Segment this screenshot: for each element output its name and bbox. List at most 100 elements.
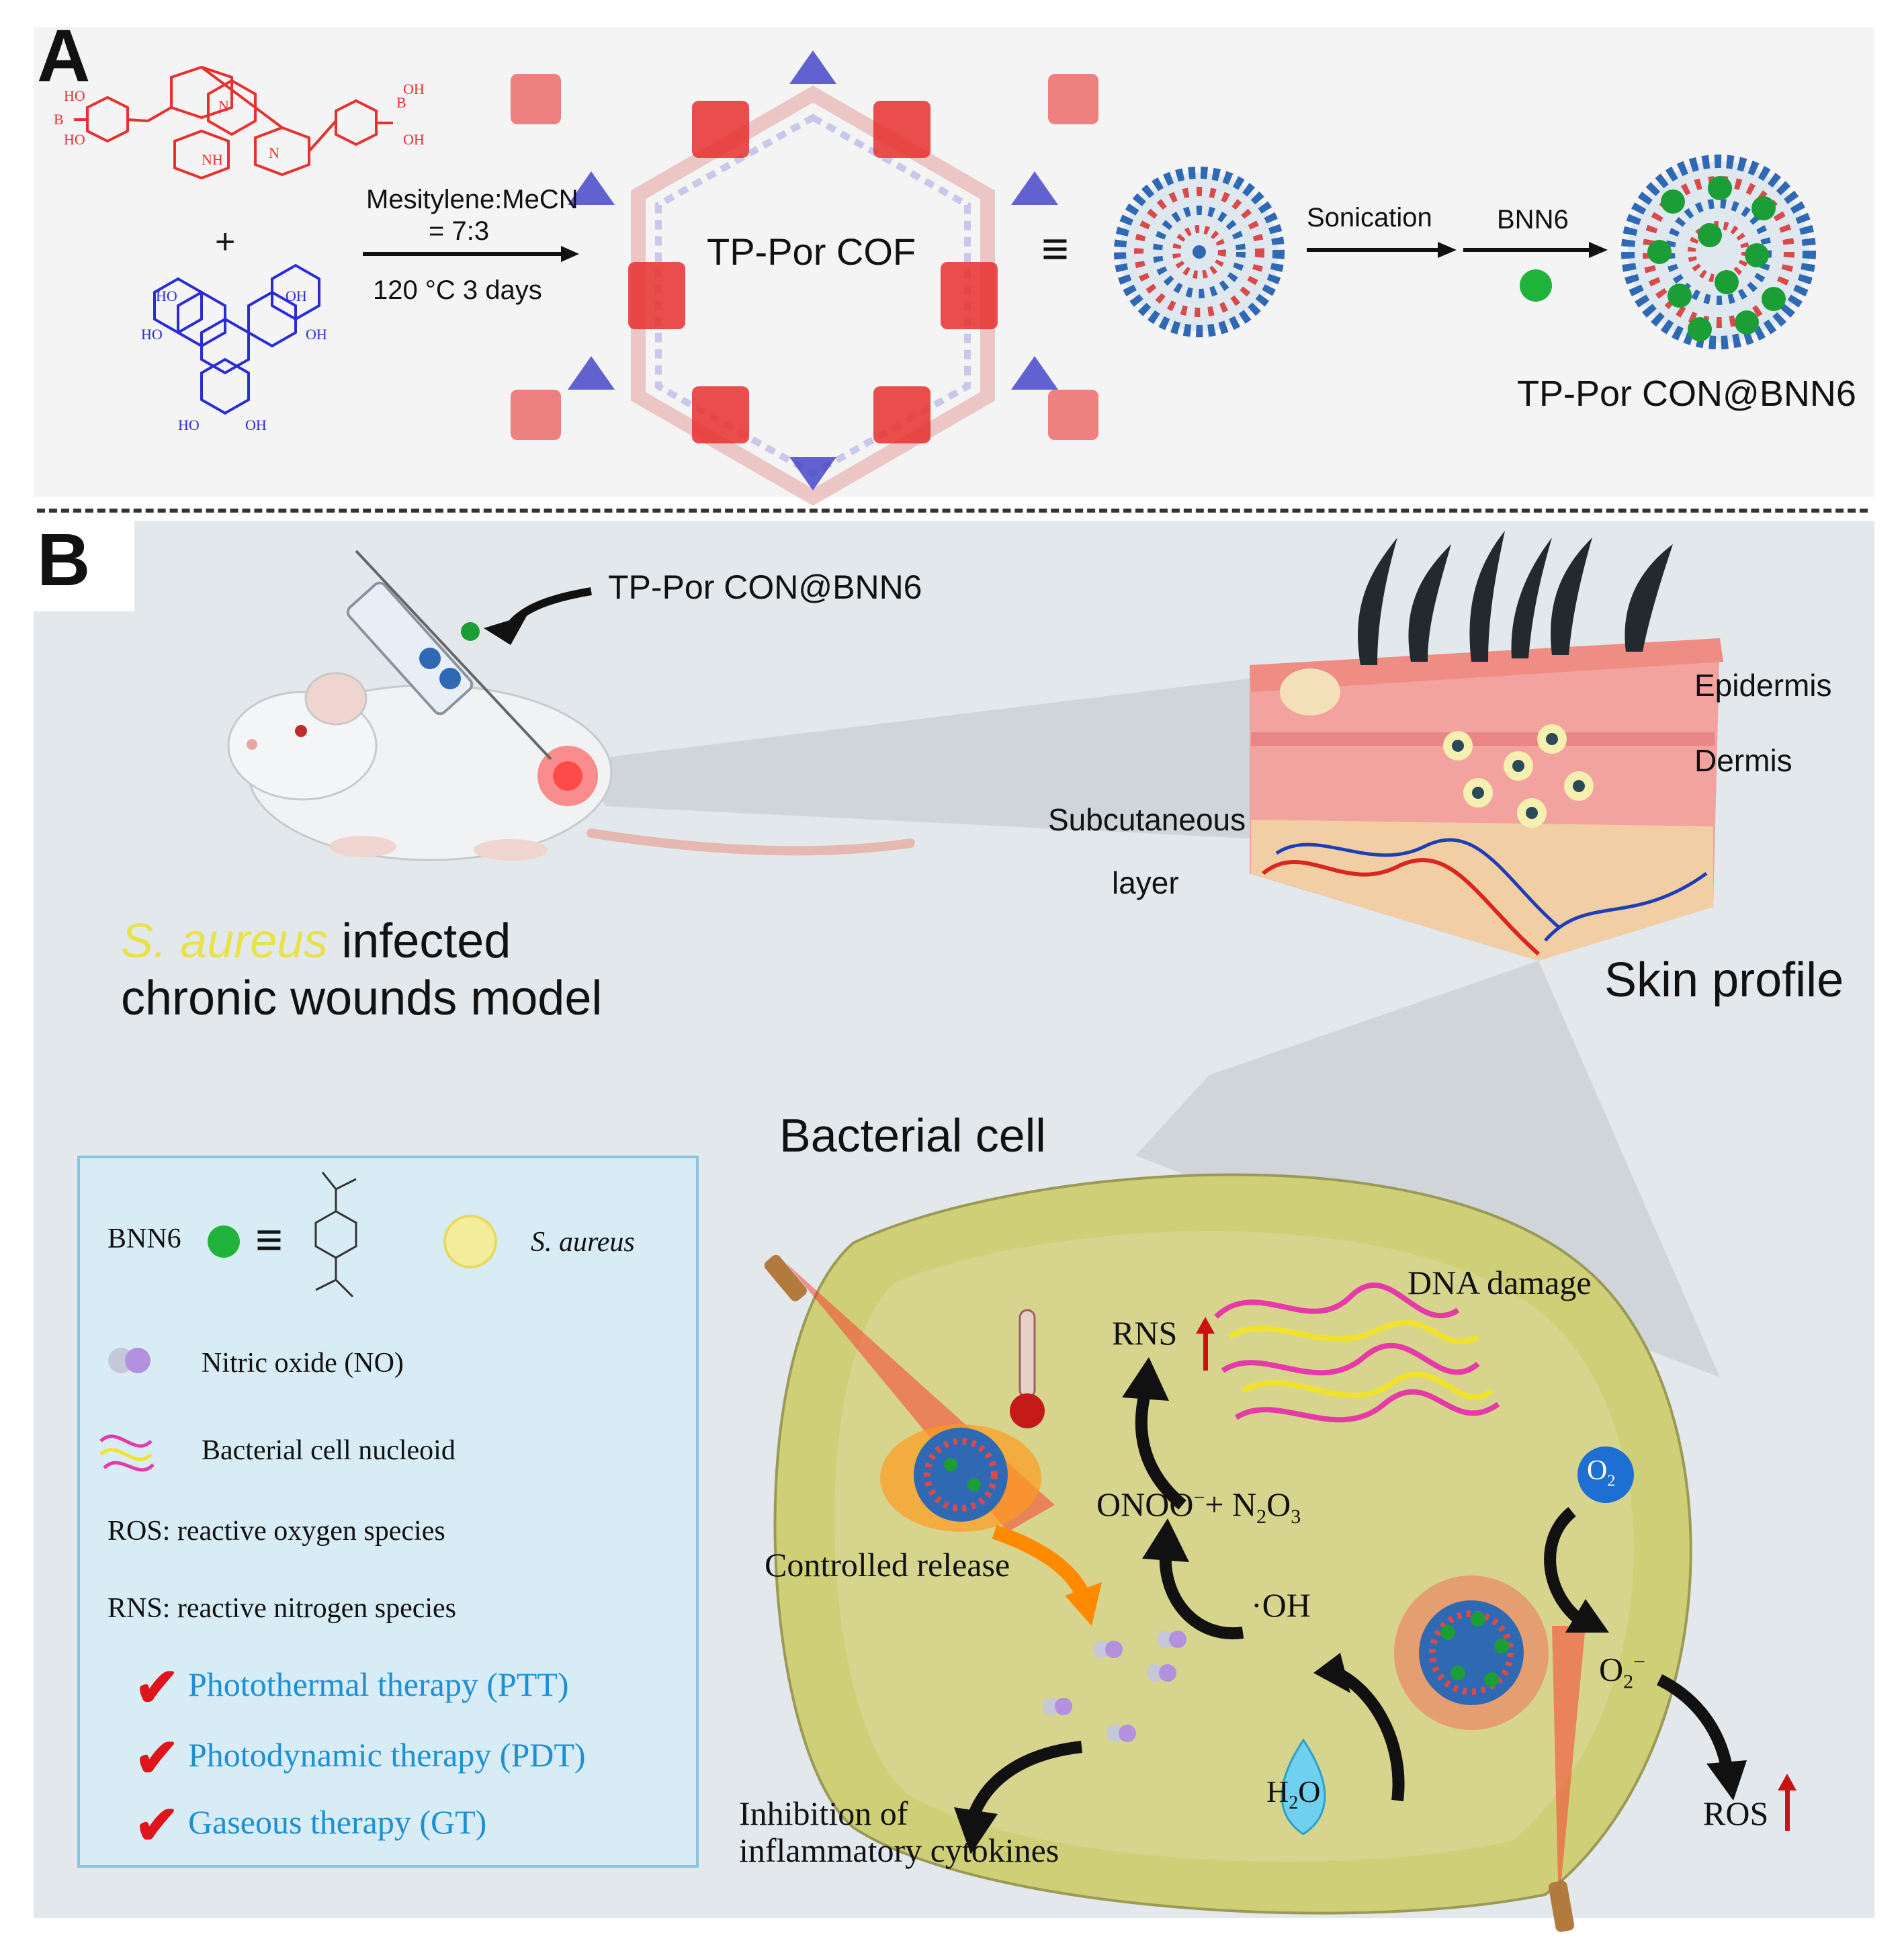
controlled-release-label: Controlled release (765, 1546, 1010, 1584)
inhibition-line-2: inflammatory cytokines (739, 1831, 1059, 1869)
check-icon: ✔ (134, 1729, 180, 1788)
reaction-plus: + (215, 222, 236, 261)
plus-n-text: + N (1205, 1485, 1257, 1523)
superoxide-sub: 2 (1623, 1670, 1634, 1693)
onoo-text: ONOO (1096, 1485, 1194, 1523)
legend-bnn6-structure (314, 1172, 357, 1298)
svg-text:HO: HO (141, 326, 163, 343)
svg-text:NH: NH (202, 151, 223, 168)
svg-text:HO: HO (156, 288, 177, 304)
svg-text:OH: OH (286, 288, 307, 304)
check-icon: ✔ (134, 1659, 180, 1718)
legend-box (77, 1156, 699, 1868)
superoxide-label: O2− (1599, 1649, 1645, 1694)
epidermis-label: Epidermis (1694, 668, 1832, 703)
reaction-conditions: 120 °C 3 days (373, 275, 542, 305)
water-drop-icon (1281, 1738, 1326, 1835)
dermis-label: Dermis (1694, 743, 1792, 778)
legend-nucleoid-icon (99, 1434, 155, 1472)
legend-rns-definition: RNS: reactive nitrogen species (107, 1593, 457, 1624)
inhibition-line-1: Inhibition of (739, 1795, 908, 1832)
model-title-line-2: chronic wounds model (121, 971, 603, 1025)
water-o: O (1298, 1774, 1321, 1809)
legend-equiv-sign: ≡ (255, 1213, 283, 1266)
bacterial-cell-illustration (764, 1173, 1797, 1932)
porphyrin-boronic-acid-structure (74, 65, 393, 180)
water-h: H (1266, 1774, 1289, 1809)
svg-text:B: B (54, 111, 64, 128)
subcutaneous-layer-label: layer (1112, 865, 1179, 900)
svg-text:OH: OH (403, 81, 425, 97)
panel-a-illustration: HO HO B B OH OH N NH N HO HO OH OH HO OH (54, 50, 1816, 506)
legend-saureus-icon (443, 1215, 497, 1268)
cof-nanosphere (1114, 167, 1285, 337)
model-species: S. aureus (121, 914, 329, 968)
subcutaneous-label: Subcutaneous (1048, 802, 1246, 837)
injection-label: TP-Por CON@BNN6 (608, 568, 922, 606)
therapy-pdt: Photodynamic therapy (PDT) (188, 1736, 586, 1774)
ros-label: ROS (1703, 1795, 1769, 1832)
model-title-line-1: S. aureus infected (121, 914, 511, 969)
bnn6-green-dot (1520, 269, 1552, 302)
legend-bnn6-label: BNN6 (107, 1223, 181, 1254)
svg-text:B: B (396, 94, 406, 111)
panel-a-label: A (37, 15, 91, 97)
equivalent-sign: ≡ (1041, 222, 1069, 275)
svg-text:OH: OH (403, 131, 425, 148)
legend-no-label: Nitric oxide (NO) (202, 1348, 404, 1379)
check-icon: ✔ (134, 1797, 180, 1856)
boronic-oh-text: HO (64, 87, 85, 104)
bnn6-step-label: BNN6 (1497, 205, 1569, 234)
peroxynitrite-n2o3-label: ONOO−+ N2O3 (1096, 1485, 1301, 1528)
superoxide-sup: − (1633, 1649, 1646, 1674)
o2-badge-o: O (1587, 1455, 1608, 1486)
legend-saureus-label: S. aureus (531, 1227, 635, 1258)
injection-arrow (484, 615, 527, 645)
product-label: TP-Por CON@BNN6 (1517, 374, 1856, 414)
reaction-solvent: Mesitylene:MeCN (366, 185, 578, 214)
skin-profile-title: Skin profile (1604, 953, 1844, 1007)
syringe-illustration (346, 550, 552, 761)
hhtp-structure (153, 263, 320, 415)
svg-text:HO: HO (178, 417, 200, 433)
therapy-gt: Gaseous therapy (GT) (188, 1803, 487, 1841)
model-line1-rest: infected (328, 914, 511, 968)
cof-label: TP-Por COF (707, 230, 916, 273)
sonication-label: Sonication (1307, 203, 1432, 232)
svg-text:OH: OH (306, 326, 327, 343)
water-sub: 2 (1289, 1792, 1299, 1814)
hydroxyl-label: ·OH (1251, 1586, 1311, 1624)
legend-ros-definition: ROS: reactive oxygen species (107, 1516, 445, 1547)
svg-text:OH: OH (245, 417, 267, 433)
bacterial-cell-title: Bacterial cell (779, 1109, 1046, 1162)
water-label: H2O (1266, 1774, 1320, 1814)
panel-divider (37, 509, 1868, 513)
superoxide-o: O (1599, 1650, 1624, 1688)
laser-emitter-2 (1549, 1881, 1575, 1932)
therapy-ptt: Photothermal therapy (PTT) (188, 1666, 569, 1703)
svg-text:HO: HO (64, 131, 85, 148)
o2-badge-text: O2 (1587, 1455, 1615, 1490)
legend-nucleoid-label: Bacterial cell nucleoid (202, 1435, 456, 1466)
laser-emitter-1 (764, 1254, 807, 1301)
o2-badge-sub: 2 (1607, 1472, 1616, 1490)
dna-damage-label: DNA damage (1408, 1264, 1592, 1301)
n2o3-o-text: O (1266, 1485, 1291, 1523)
skin-profile-block (1250, 531, 1723, 961)
o2-badge (1577, 1446, 1634, 1503)
laser-beam-2 (1552, 1626, 1586, 1908)
svg-text:N: N (218, 97, 229, 114)
n2o3-sub2: 2 (1256, 1506, 1267, 1528)
rns-label: RNS (1112, 1314, 1178, 1352)
tp-por-cof-framework (511, 50, 1098, 506)
cof-bnn6-loaded-nanosphere (1621, 155, 1816, 349)
reaction-ratio: = 7:3 (429, 216, 490, 246)
legend-bnn6-dot (208, 1225, 240, 1258)
mouse-to-skin-beam (591, 679, 1276, 840)
mouse-illustration (227, 672, 915, 861)
svg-text:N: N (269, 144, 279, 161)
n2o3-sub3: 3 (1291, 1506, 1301, 1528)
panel-b-label: B (37, 519, 91, 601)
